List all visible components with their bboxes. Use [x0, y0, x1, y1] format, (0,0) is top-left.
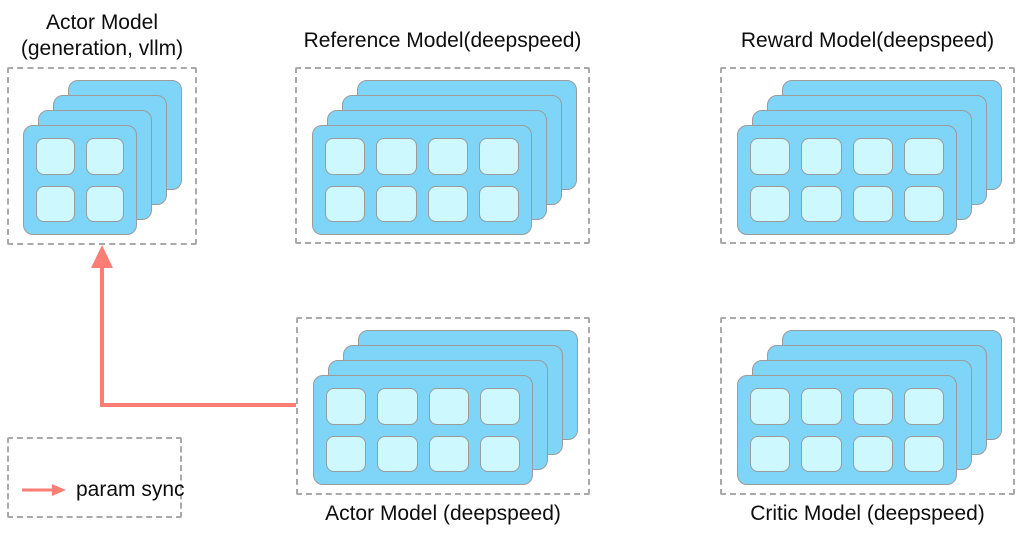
- gpu-grid: [314, 376, 532, 484]
- gpu-grid: [738, 376, 956, 484]
- gpu-cell: [903, 435, 944, 472]
- reward-gpu-stack: [722, 69, 1013, 242]
- gpu-cell: [36, 185, 75, 222]
- gpu-cell: [376, 138, 417, 175]
- gpu-cell: [852, 435, 893, 472]
- gpu-cell: [478, 185, 519, 222]
- actor-vllm-title-line1: Actor Model: [45, 11, 159, 34]
- gpu-cell: [852, 185, 893, 222]
- legend-box: param sync: [7, 437, 185, 518]
- gpu-cell: [427, 138, 468, 175]
- gpu-cell: [750, 138, 791, 175]
- gpu-cell: [801, 435, 842, 472]
- actor-vllm-box: [7, 67, 197, 245]
- gpu-cell: [325, 185, 366, 222]
- critic-box: [720, 317, 1015, 495]
- actor-vllm-title-line2: (generation, vllm): [20, 37, 184, 60]
- gpu-cell: [428, 435, 469, 472]
- legend-row: param sync: [21, 478, 185, 502]
- gpu-cell: [427, 185, 468, 222]
- gpu-cell: [478, 138, 519, 175]
- reference-title: Reference Model(deepspeed): [303, 29, 582, 52]
- gpu-cell: [852, 388, 893, 425]
- param-sync-legend-arrow-icon: [22, 484, 66, 496]
- gpu-grid: [738, 126, 956, 234]
- gpu-cell: [325, 138, 366, 175]
- actor-deepspeed-title: Actor Model (deepspeed): [325, 502, 561, 525]
- actor-vllm-title: Actor Model (generation, vllm): [7, 10, 197, 62]
- gpu-cell: [85, 138, 124, 175]
- gpu-card: [23, 125, 137, 235]
- gpu-card: [312, 125, 532, 235]
- legend-label: param sync: [76, 478, 185, 501]
- gpu-cell: [479, 388, 520, 425]
- gpu-card: [313, 375, 533, 485]
- gpu-cell: [750, 185, 791, 222]
- gpu-cell: [85, 185, 124, 222]
- param-sync-arrow-line: [100, 266, 296, 407]
- gpu-cell: [428, 388, 469, 425]
- gpu-cell: [903, 185, 944, 222]
- actor-deepspeed-box: [296, 317, 590, 495]
- gpu-cell: [326, 435, 367, 472]
- actor-deepspeed-gpu-stack: [298, 319, 588, 493]
- gpu-card: [737, 375, 957, 485]
- reward-box: [720, 67, 1015, 244]
- gpu-cell: [377, 435, 418, 472]
- gpu-cell: [903, 138, 944, 175]
- critic-gpu-stack: [722, 319, 1013, 493]
- gpu-cell: [36, 138, 75, 175]
- critic-title: Critic Model (deepspeed): [750, 502, 985, 525]
- gpu-card: [737, 125, 957, 235]
- gpu-cell: [479, 435, 520, 472]
- gpu-cell: [852, 138, 893, 175]
- reward-title: Reward Model(deepspeed): [740, 29, 995, 52]
- gpu-cell: [801, 388, 842, 425]
- gpu-cell: [750, 388, 791, 425]
- actor-vllm-gpu-stack: [9, 69, 195, 243]
- gpu-cell: [903, 388, 944, 425]
- gpu-cell: [801, 138, 842, 175]
- param-sync-arrowhead-icon: [91, 245, 113, 268]
- gpu-cell: [326, 388, 367, 425]
- gpu-grid: [24, 126, 136, 234]
- gpu-cell: [377, 388, 418, 425]
- gpu-cell: [376, 185, 417, 222]
- gpu-grid: [313, 126, 531, 234]
- reference-box: [295, 67, 590, 244]
- gpu-cell: [750, 435, 791, 472]
- reference-gpu-stack: [297, 69, 588, 242]
- gpu-cell: [801, 185, 842, 222]
